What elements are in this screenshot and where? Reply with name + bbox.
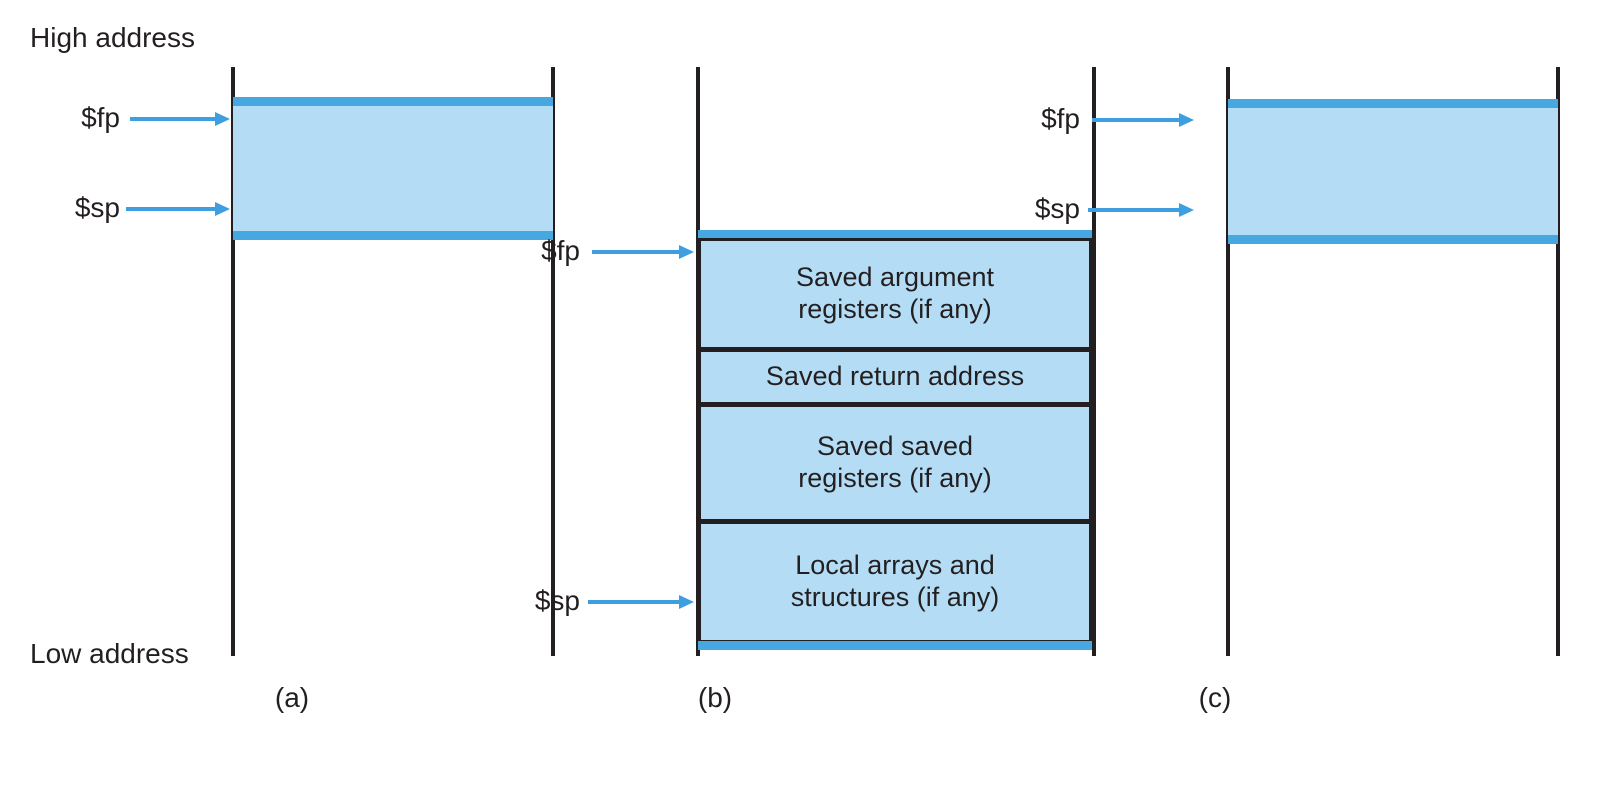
panel-b-cell-saved-return-address: Saved return address: [698, 349, 1092, 405]
panel-c-caption: (c): [1198, 682, 1232, 713]
panel-b-caption: (b): [697, 682, 733, 713]
high-address-label: High address: [30, 22, 195, 53]
panel-b-cell-4-line-1: Local arrays and: [795, 550, 995, 581]
panel-b-cell-3-line-2: registers (if any): [798, 463, 992, 493]
panel-c-left-wall: [1226, 67, 1230, 656]
panel-b-cell-1-line-1: Saved argument: [795, 262, 995, 293]
panel-a-fp-arrow-icon: [130, 112, 230, 126]
panel-b-bottom-cap: [698, 641, 1092, 650]
panel-a-sp-arrow-icon: [126, 202, 230, 216]
low-address-label: Low address: [30, 638, 189, 669]
panel-c-sp-arrow-icon: [1088, 203, 1225, 217]
panel-b-cell-saved-argument-registers: Saved argument registers (if any): [698, 238, 1092, 350]
panel-c-fp-label: $fp: [1041, 103, 1080, 134]
panel-b-sp-label: $sp: [534, 585, 580, 616]
panel-a-right-wall: [551, 67, 555, 656]
panel-c-top-cap: [1228, 99, 1558, 108]
panel-b-fp-arrow-icon: [592, 245, 695, 259]
panel-b-cell-local-arrays-and-structures: Local arrays and structures (if any): [698, 521, 1092, 643]
panel-b-fp-label: $fp: [541, 235, 580, 266]
panel-a-bottom-cap: [233, 231, 553, 240]
panel-b-cell-saved-saved-registers: Saved saved registers (if any): [698, 404, 1092, 522]
panel-c-fp-arrow-icon: [1092, 113, 1225, 127]
panel-a-left-wall: [231, 67, 235, 656]
panel-c-sp-label: $sp: [1034, 193, 1080, 224]
panel-a-frame-fill: [233, 100, 553, 239]
panel-c-right-wall: [1556, 67, 1560, 656]
panel-a-caption: (a): [274, 682, 310, 713]
panel-b-top-cap: [698, 230, 1092, 239]
panel-b-cell-1-line-2: registers (if any): [798, 294, 992, 324]
panel-b-cell-4-line-2: structures (if any): [790, 582, 1000, 612]
panel-b-right-wall: [1092, 67, 1096, 656]
panel-a-fp-label: $fp: [81, 102, 120, 133]
panel-b-cell-2-line-1: Saved return address: [765, 361, 1025, 392]
panel-c-bottom-cap: [1228, 235, 1558, 244]
panel-a-sp-label: $sp: [74, 192, 120, 223]
panel-c-frame-fill: [1228, 104, 1558, 243]
panel-b-sp-arrow-icon: [588, 595, 695, 609]
panel-a-top-cap: [233, 97, 553, 106]
panel-b-cell-3-line-1: Saved saved: [816, 431, 974, 462]
